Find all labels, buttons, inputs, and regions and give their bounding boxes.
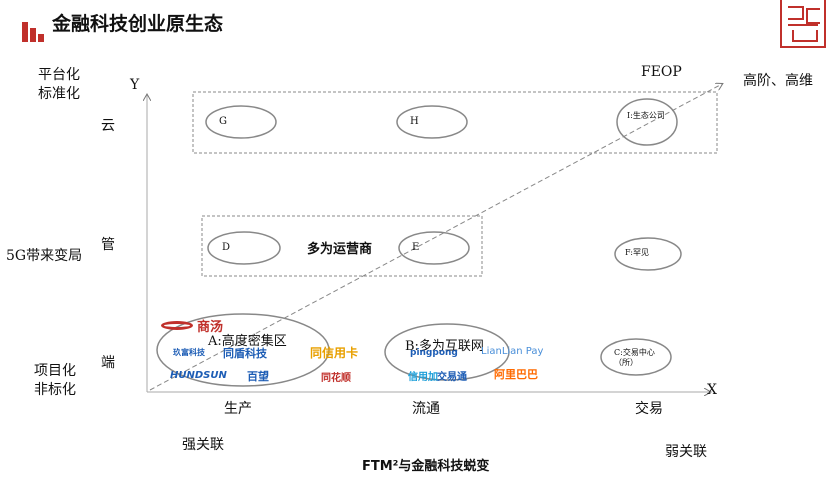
feop-label: FEOP	[641, 64, 682, 80]
logo-jiufu: 玖富科技	[173, 348, 205, 357]
weak-link-label: 弱关联	[665, 444, 707, 460]
node-h-label: H	[410, 116, 419, 127]
logo-alibaba: 阿里巴巴	[494, 368, 538, 381]
logo-xinyongjia: 信用加	[408, 372, 438, 383]
shangtang-swoosh-icon	[161, 321, 193, 330]
node-a-label: A:高度密集区	[208, 334, 287, 349]
trend-arrow	[149, 84, 722, 391]
bar-chart-icon	[22, 20, 44, 42]
stage-produce-label: 生产	[224, 401, 252, 417]
logo-tonghuashun: 同花顺	[321, 373, 351, 384]
logo-jiaoyitong: 交易通	[437, 372, 467, 383]
node-a-ellipse	[156, 313, 330, 387]
pipe-layer-box	[201, 215, 483, 277]
node-g-ellipse	[205, 105, 277, 139]
logo-pingpong: pingpong	[410, 348, 458, 358]
logo-hundsun: HUNDSUN	[170, 370, 227, 381]
logo-baiwang: 百望	[247, 370, 269, 383]
stage-circulate-label: 流通	[412, 401, 440, 417]
node-i-label: I:生态公司	[627, 111, 665, 120]
logo-tongdun: 同盾科技	[223, 347, 267, 360]
node-h-ellipse	[396, 105, 468, 139]
page-title: 金融科技创业原生态	[52, 13, 224, 35]
top-right-label: 高阶、高维	[743, 73, 813, 89]
node-i-ellipse	[616, 98, 678, 146]
diagram-caption: FTM²与金融科技蜕变	[362, 459, 490, 474]
y-mid-label: 5G带来变局	[6, 248, 83, 264]
y-top-label: 平台化标准化	[38, 67, 80, 102]
logo-tongxinyong: 同信用卡	[310, 346, 359, 360]
node-e-ellipse	[398, 231, 470, 265]
y-axis-label: Y	[130, 77, 140, 93]
node-b-label: B:多为互联网	[405, 339, 484, 354]
node-f-label: F:罕见	[625, 248, 649, 257]
cloud-layer-box	[192, 91, 718, 154]
node-d-ellipse	[207, 231, 281, 265]
logo-shangtang: 商汤	[197, 320, 224, 335]
node-c-ellipse	[600, 338, 672, 376]
y-bottom-label: 项目化非标化	[34, 363, 76, 398]
node-f-ellipse	[614, 237, 682, 271]
logo-lianlian: LianLian Pay	[481, 346, 544, 357]
stage-trade-label: 交易	[635, 401, 663, 417]
node-g-label: G	[219, 116, 227, 127]
node-e-label: E	[412, 242, 420, 253]
node-c-label: C:交易中心（所）	[614, 348, 655, 367]
operator-note: 多为运营商	[307, 242, 373, 257]
node-b-ellipse	[384, 323, 510, 381]
layer-end-label: 端	[101, 355, 115, 371]
x-axis-label: X	[707, 382, 717, 398]
seal-logo	[780, 0, 826, 48]
layer-pipe-label: 管	[101, 237, 115, 253]
layer-cloud-label: 云	[101, 118, 115, 134]
node-d-label: D	[222, 242, 231, 253]
strong-link-label: 强关联	[182, 437, 224, 453]
